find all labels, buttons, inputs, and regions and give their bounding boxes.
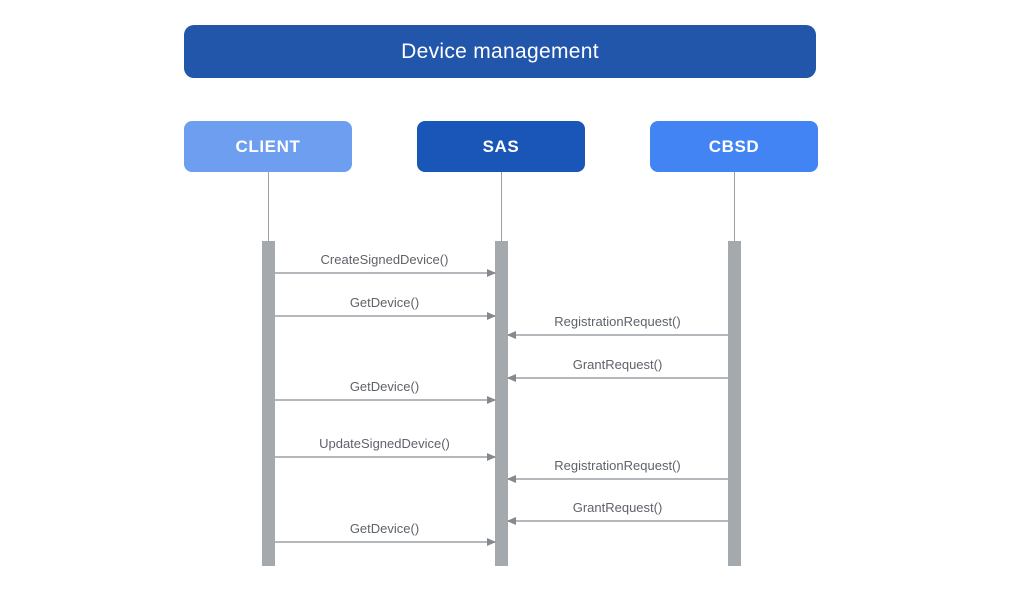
arrowhead-left-icon [506,374,516,382]
actor-label-client: CLIENT [235,136,301,156]
message-line [507,520,728,522]
message-label: UpdateSignedDevice() [319,436,450,451]
message-label: GetDevice() [349,295,420,310]
diagram-title: Device management [184,25,816,78]
arrowhead-right-icon [486,269,496,277]
arrowhead-right-icon [486,312,496,320]
message-8-cbsd-to-sas: GrantRequest() [506,496,728,525]
message-label: RegistrationRequest() [554,314,681,329]
message-label: GetDevice() [349,379,420,394]
message-3-cbsd-to-sas: RegistrationRequest() [506,310,728,339]
actor-box-cbsd: CBSD [650,121,818,172]
message-label: GetDevice() [349,521,420,536]
arrowhead-left-icon [506,475,516,483]
actor-label-cbsd: CBSD [708,136,760,156]
message-4-cbsd-to-sas: GrantRequest() [506,353,728,382]
arrowhead-left-icon [506,331,516,339]
arrowhead-left-icon [506,517,516,525]
message-line [507,478,728,480]
message-1-client-to-sas: CreateSignedDevice() [274,248,496,277]
message-7-cbsd-to-sas: RegistrationRequest() [506,454,728,483]
message-label: GrantRequest() [572,500,663,515]
arrowhead-right-icon [486,396,496,404]
lifeline-client [267,172,269,241]
actor-box-client: CLIENT [184,121,352,172]
activation-bar-client [261,241,275,566]
lifeline-cbsd [733,172,735,241]
message-line [274,541,495,543]
message-line [274,272,495,274]
actor-box-sas: SAS [417,121,585,172]
actor-label-sas: SAS [482,136,520,156]
message-label: GrantRequest() [572,357,663,372]
message-line [507,334,728,336]
message-9-client-to-sas: GetDevice() [274,517,496,546]
message-line [274,456,495,458]
message-6-client-to-sas: UpdateSignedDevice() [274,432,496,461]
message-line [274,399,495,401]
arrowhead-right-icon [486,453,496,461]
message-5-client-to-sas: GetDevice() [274,375,496,404]
message-2-client-to-sas: GetDevice() [274,291,496,320]
message-line [507,377,728,379]
message-line [274,315,495,317]
lifeline-sas [500,172,502,241]
arrowhead-right-icon [486,538,496,546]
activation-bar-sas [494,241,508,566]
activation-bar-cbsd [727,241,741,566]
message-label: CreateSignedDevice() [320,252,449,267]
message-label: RegistrationRequest() [554,458,681,473]
